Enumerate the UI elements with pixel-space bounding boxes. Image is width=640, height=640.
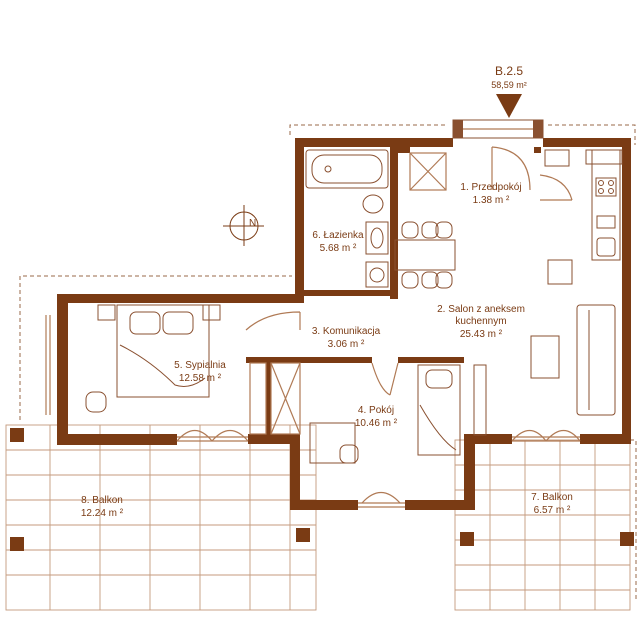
room-4-name: 4. Pokój: [358, 405, 394, 416]
room-4-area: 10.46 m ²: [355, 418, 398, 429]
room-3-name: 3. Komunikacja: [312, 326, 381, 337]
room-1-area: 1.38 m ²: [473, 195, 510, 206]
room-2-area: 25.43 m ²: [460, 329, 503, 340]
entry-arrow-icon: [496, 94, 522, 118]
room-2-name: 2. Salon z aneksem: [437, 304, 525, 315]
room-6-area: 5.68 m ²: [320, 243, 357, 254]
room-labels: 1. Przedpokój 1.38 m ² 2. Salon z anekse…: [81, 182, 573, 519]
room-8-area: 12.24 m ²: [81, 508, 124, 519]
room-5-name: 5. Sypialnia: [174, 360, 226, 371]
kitchen-furniture: [544, 149, 623, 285]
bathroom-fixtures: [305, 149, 389, 288]
dining-table: [394, 221, 456, 289]
room-7-name: 7. Balkon: [531, 492, 573, 503]
room-7-area: 6.57 m ²: [534, 505, 571, 516]
unit-code: B.2.5: [495, 64, 523, 78]
wardrobes: [249, 152, 447, 435]
windows: [45, 315, 581, 508]
north-label: N: [249, 218, 256, 229]
balcony-7-tiles: [454, 439, 631, 611]
sofa: [530, 304, 616, 416]
walls: [57, 138, 631, 510]
room-8-name: 8. Balkon: [81, 495, 123, 506]
balcony-pillars: [10, 428, 634, 551]
room-6-name: 6. Łazienka: [312, 230, 364, 241]
interior-doors: [245, 174, 573, 396]
balcony-8-tiles: [5, 424, 317, 611]
bedroom-5-furniture: [85, 304, 221, 413]
room-2-name-2: kuchennym: [455, 316, 506, 327]
entrance-door: [452, 119, 544, 191]
outline-dashed: [19, 124, 637, 600]
unit-area: 58,59 m²: [491, 80, 527, 90]
north-compass-icon: N: [223, 205, 264, 246]
room-1-name: 1. Przedpokój: [460, 182, 521, 193]
room-4-furniture: [309, 364, 487, 464]
entry-marker: B.2.5 58,59 m²: [491, 64, 527, 118]
room-5-area: 12.58 m ²: [179, 373, 222, 384]
room-3-area: 3.06 m ²: [328, 339, 365, 350]
